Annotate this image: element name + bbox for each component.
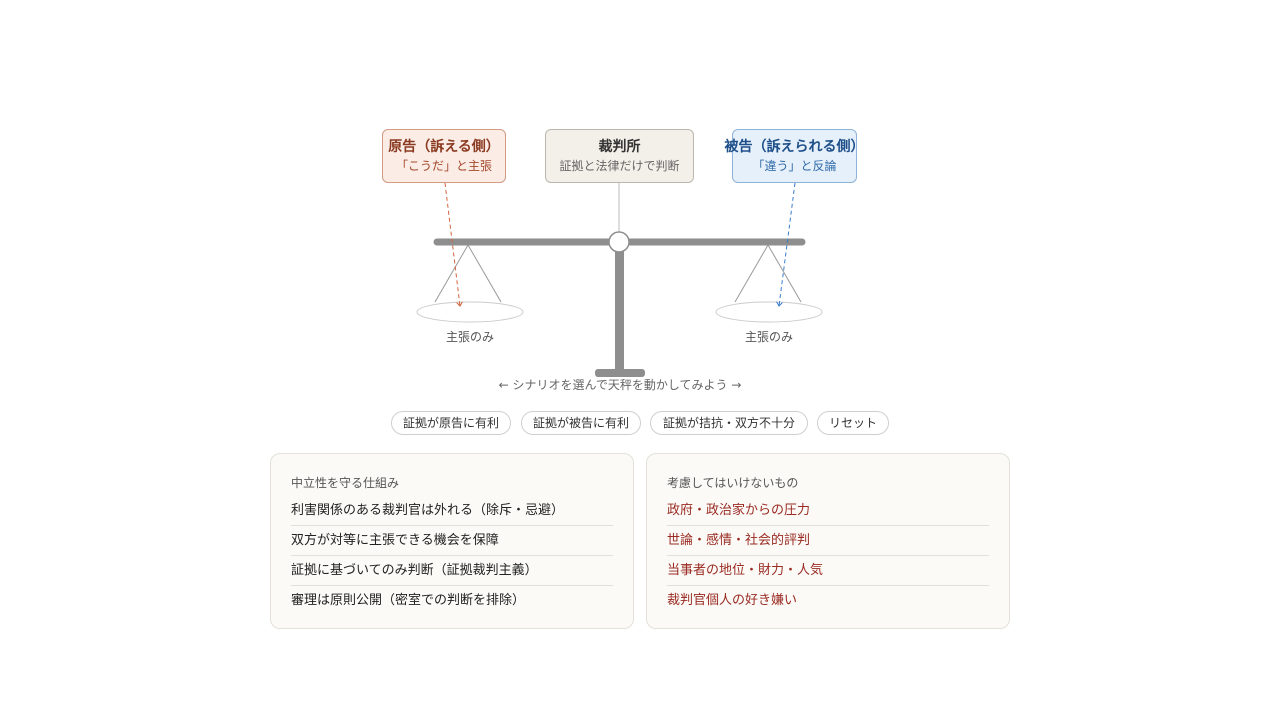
pan-left-string (467, 244, 502, 303)
neutrality-panel: 中立性を守る仕組み 利害関係のある裁判官は外れる（除斥・忌避） 双方が対等に主張… (270, 453, 634, 629)
forbidden-list: 政府・政治家からの圧力 世論・感情・社会的評判 当事者の地位・財力・人気 裁判官… (667, 496, 989, 615)
plaintiff-box: 原告（訴える側） 「こうだ」と主張 (382, 129, 506, 183)
evidence-favors-defendant-button[interactable]: 証拠が被告に有利 (521, 411, 641, 435)
pan-right-string (767, 244, 802, 303)
scale-pivot (608, 231, 630, 253)
list-item: 双方が対等に主張できる機会を保障 (291, 526, 613, 556)
court-box: 裁判所 証拠と法律だけで判断 (545, 129, 694, 183)
list-item: 裁判官個人の好き嫌い (667, 593, 798, 608)
pan-left-label: 主張のみ (445, 330, 494, 344)
list-item: 証拠に基づいてのみ判断（証拠裁判主義） (291, 556, 613, 586)
evidence-tie-button[interactable]: 証拠が拮抗・双方不十分 (650, 411, 808, 435)
pan-left-string (434, 244, 469, 303)
pan-left (416, 301, 524, 323)
neutrality-list: 利害関係のある裁判官は外れる（除斥・忌避） 双方が対等に主張できる機会を保障 証… (291, 496, 613, 615)
plaintiff-subtitle: 「こうだ」と主張 (395, 159, 492, 173)
scenario-hint: ← シナリオを選んで天秤を動かしてみよう → (498, 378, 742, 392)
forbidden-panel: 考慮してはいけないもの 政府・政治家からの圧力 世論・感情・社会的評判 当事者の… (646, 453, 1010, 629)
list-item: 当事者の地位・財力・人気 (667, 556, 989, 586)
pan-right-label: 主張のみ (744, 330, 793, 344)
pan-right (715, 301, 823, 323)
scenario-buttons: 証拠が原告に有利 証拠が被告に有利 証拠が拮抗・双方不十分 リセット (0, 411, 1280, 437)
evidence-favors-plaintiff-button[interactable]: 証拠が原告に有利 (391, 411, 511, 435)
forbidden-title: 考慮してはいけないもの (667, 476, 799, 490)
reset-button[interactable]: リセット (817, 411, 889, 435)
defendant-subtitle: 「違う」と反論 (752, 159, 837, 173)
list-item: 世論・感情・社会的評判 (667, 526, 989, 556)
list-item: 審理は原則公開（密室での判断を排除） (291, 593, 526, 608)
defendant-box: 被告（訴えられる側） 「違う」と反論 (725, 129, 865, 183)
defendant-title: 被告（訴えられる側） (724, 139, 865, 155)
scale-base (595, 369, 645, 377)
list-item: 政府・政治家からの圧力 (667, 496, 989, 526)
scale-pillar (615, 242, 624, 374)
plaintiff-title: 原告（訴える側） (388, 139, 500, 155)
list-item: 利害関係のある裁判官は外れる（除斥・忌避） (291, 496, 613, 526)
court-subtitle: 証拠と法律だけで判断 (559, 159, 680, 173)
pan-right-string (734, 244, 769, 303)
court-title: 裁判所 (598, 139, 641, 155)
neutrality-title: 中立性を守る仕組み (291, 476, 400, 490)
